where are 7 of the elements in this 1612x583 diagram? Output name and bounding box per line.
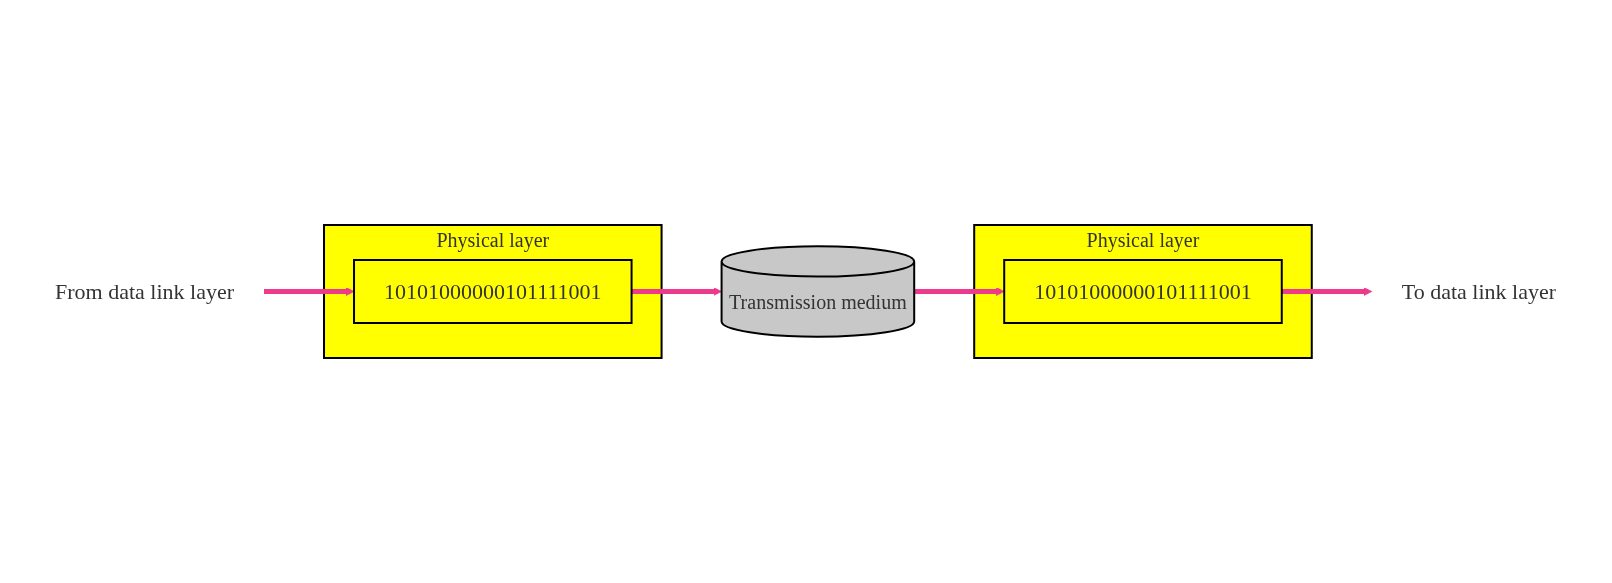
node-box: 10101000000101111001 <box>353 259 634 324</box>
arrow <box>632 287 723 296</box>
arrow <box>1282 287 1373 296</box>
node-text: From data link layer <box>55 279 235 304</box>
arrow <box>264 287 355 296</box>
node-box: 10101000000101111001 <box>1003 259 1284 324</box>
node-text: To data link layer <box>1402 279 1557 304</box>
